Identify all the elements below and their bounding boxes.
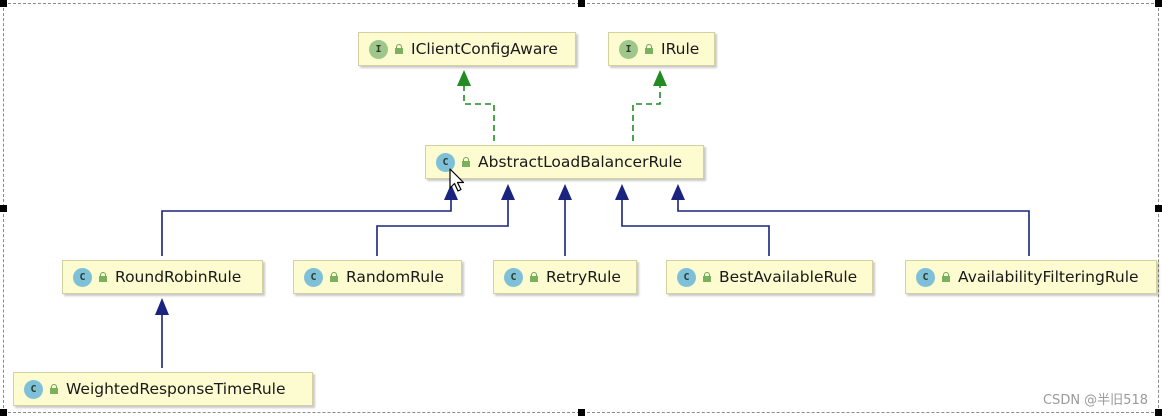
node-randomrule[interactable]: C RandomRule — [293, 260, 462, 294]
class-badge-icon: C — [436, 152, 455, 172]
class-badge-icon: C — [24, 379, 43, 399]
edge-randomrule-extends-abstractloadbalancerrule — [376, 184, 515, 256]
selection-handle-middle-left[interactable] — [0, 205, 7, 212]
public-visibility-icon — [462, 157, 470, 167]
node-label: AvailabilityFilteringRule — [958, 268, 1139, 286]
edge-retryrule-extends-abstractloadbalancerrule — [558, 184, 572, 256]
node-iclientconfigaware[interactable]: I IClientConfigAware — [358, 32, 576, 66]
node-label: RoundRobinRule — [115, 268, 242, 286]
watermark: CSDN @半旧518 — [1042, 393, 1148, 408]
interface-badge-icon: I — [369, 39, 388, 59]
selection-handle-middle-right[interactable] — [1155, 205, 1162, 212]
node-label: BestAvailableRule — [719, 268, 858, 286]
edge-roundrobinrule-extends-abstractloadbalancerrule — [161, 184, 458, 256]
node-label: RandomRule — [346, 268, 444, 286]
public-visibility-icon — [703, 272, 711, 282]
public-visibility-icon — [942, 272, 950, 282]
selection-handle-bottom-center[interactable] — [578, 409, 585, 416]
edge-availabilityfilteringrule-extends-abstractloadbalancerrule — [671, 184, 1030, 256]
node-label: IClientConfigAware — [411, 40, 558, 58]
class-badge-icon: C — [916, 267, 935, 287]
class-badge-icon: C — [504, 267, 523, 287]
node-weightedresponsetimerule[interactable]: C WeightedResponseTimeRule — [13, 372, 313, 406]
public-visibility-icon — [530, 272, 538, 282]
public-visibility-icon — [330, 272, 338, 282]
node-irule[interactable]: I IRule — [608, 32, 715, 66]
public-visibility-icon — [645, 44, 653, 54]
selection-handle-bottom-left[interactable] — [0, 409, 7, 416]
node-label: WeightedResponseTimeRule — [66, 380, 286, 398]
public-visibility-icon — [50, 384, 58, 394]
public-visibility-icon — [395, 44, 403, 54]
node-label: RetryRule — [546, 268, 621, 286]
edge-abstractloadbalancerrule-implements-irule — [632, 70, 667, 141]
class-badge-icon: C — [677, 267, 696, 287]
selection-handle-bottom-right[interactable] — [1155, 409, 1162, 416]
node-availabilityfilteringrule[interactable]: C AvailabilityFilteringRule — [905, 260, 1157, 294]
interface-badge-icon: I — [619, 39, 638, 59]
mouse-pointer-icon — [449, 168, 465, 192]
node-retryrule[interactable]: C RetryRule — [493, 260, 637, 294]
selection-handle-top-left[interactable] — [0, 0, 7, 7]
node-label: AbstractLoadBalancerRule — [478, 153, 683, 171]
class-badge-icon: C — [304, 267, 323, 287]
node-bestavailablerule[interactable]: C BestAvailableRule — [666, 260, 873, 294]
node-label: IRule — [661, 40, 700, 58]
selection-handle-top-right[interactable] — [1155, 0, 1162, 7]
public-visibility-icon — [99, 272, 107, 282]
node-roundrobinrule[interactable]: C RoundRobinRule — [62, 260, 263, 294]
class-badge-icon: C — [73, 267, 92, 287]
edge-weightedresponsetimerule-extends-roundrobinrule — [155, 298, 169, 368]
node-abstractloadbalancerrule[interactable]: C AbstractLoadBalancerRule — [425, 145, 704, 179]
edge-bestavailablerule-extends-abstractloadbalancerrule — [615, 184, 770, 256]
selection-handle-top-center[interactable] — [578, 0, 585, 7]
edge-abstractloadbalancerrule-implements-iclientconfigaware — [457, 70, 495, 141]
